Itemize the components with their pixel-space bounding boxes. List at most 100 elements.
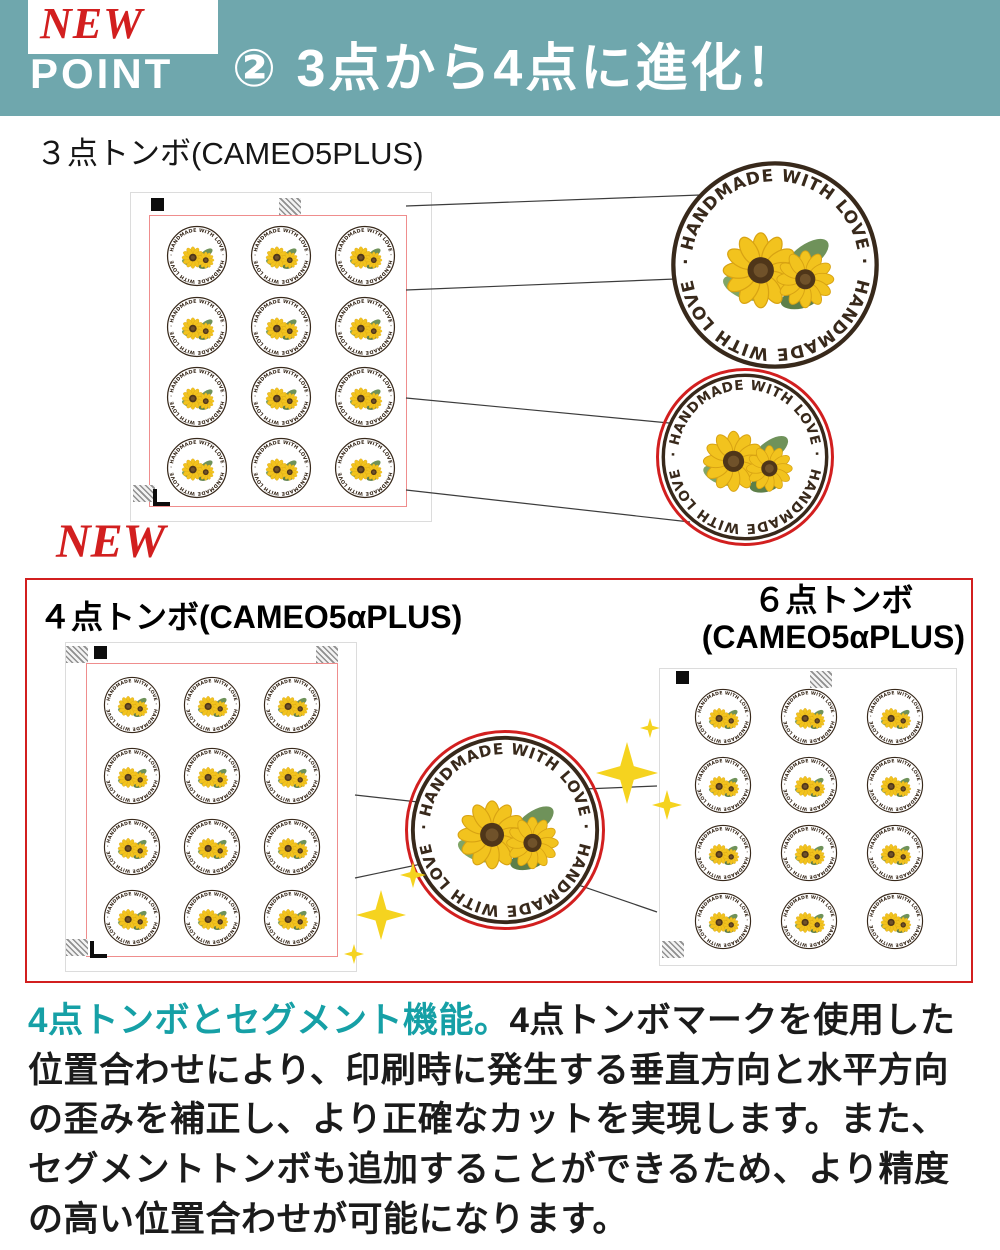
sticker-badge-icon <box>334 225 396 287</box>
registration-mark-square-icon <box>676 671 689 684</box>
four-point-panel: ４点トンボ(CAMEO5αPLUS) ６点トンボ (CAMEO5αPLUS) <box>25 578 973 983</box>
sticker-thumbnail <box>263 889 321 947</box>
enlarged-sticker-bottom <box>656 368 834 546</box>
sticker-thumbnail <box>103 818 161 876</box>
sticker-badge-icon <box>334 366 396 428</box>
segment-mark-hatch-icon <box>279 198 301 215</box>
sticker-badge-icon <box>103 889 161 947</box>
sticker-badge-icon <box>263 747 321 805</box>
sticker-badge-icon <box>263 889 321 947</box>
sticker-badge-icon <box>408 733 602 927</box>
header-banner: NEW POINT ② 3点から4点に進化！ <box>0 0 1000 116</box>
sticker-thumbnail <box>334 296 396 358</box>
sticker-thumbnail <box>780 824 838 882</box>
sticker-badge-icon <box>694 688 752 746</box>
six-point-heading-line1: ６点トンボ <box>753 582 914 618</box>
sticker-badge-icon <box>780 756 838 814</box>
segment-mark-hatch-icon <box>66 646 88 663</box>
sticker-thumbnail <box>694 892 752 950</box>
sticker-badge-icon <box>166 225 228 287</box>
sticker-badge-icon <box>103 676 161 734</box>
segment-mark-hatch-icon <box>316 646 338 663</box>
sticker-thumbnail <box>166 225 228 287</box>
sticker-badge-icon <box>659 371 831 543</box>
sticker-badge-icon <box>780 824 838 882</box>
sparkle-icon <box>344 944 364 964</box>
sticker-badge-icon <box>183 747 241 805</box>
sticker-badge-icon <box>668 158 882 372</box>
segment-mark-hatch-icon <box>66 939 88 956</box>
sticker-grid <box>680 683 938 955</box>
sticker-badge-icon <box>103 818 161 876</box>
new-badge: NEW <box>40 0 144 48</box>
sticker-thumbnail <box>183 747 241 805</box>
sticker-badge-icon <box>166 296 228 358</box>
sticker-thumbnail <box>263 676 321 734</box>
sticker-thumbnail <box>866 688 924 746</box>
sticker-grid <box>92 669 332 953</box>
three-point-label: ３点トンボ(CAMEO5PLUS) <box>36 136 424 171</box>
sticker-badge-icon <box>334 437 396 499</box>
sticker-thumbnail <box>166 437 228 499</box>
sticker-thumbnail <box>866 756 924 814</box>
sticker-badge-icon <box>250 225 312 287</box>
sticker-thumbnail <box>183 818 241 876</box>
registration-mark-corner-icon <box>90 941 107 958</box>
sticker-badge-icon <box>166 437 228 499</box>
sticker-badge-icon <box>183 889 241 947</box>
sticker-thumbnail <box>183 889 241 947</box>
sticker-thumbnail <box>103 747 161 805</box>
sticker-badge-icon <box>250 366 312 428</box>
sticker-badge-icon <box>103 747 161 805</box>
sticker-thumbnail <box>183 676 241 734</box>
sticker-badge-icon <box>866 892 924 950</box>
sticker-thumbnail <box>166 366 228 428</box>
sticker-thumbnail <box>250 225 312 287</box>
footer-text: 4点トンボとセグメント機能。4点トンボマークを使用した位置合わせにより、印刷時に… <box>28 996 976 1244</box>
sticker-thumbnail <box>694 756 752 814</box>
sheet-6point <box>659 668 957 966</box>
sticker-thumbnail <box>694 824 752 882</box>
sticker-thumbnail <box>250 296 312 358</box>
sticker-badge-icon <box>334 296 396 358</box>
registration-mark-corner-icon <box>153 489 170 506</box>
footer-lead: 4点トンボとセグメント機能。 <box>28 1001 510 1040</box>
new-badge-2: NEW <box>56 515 166 568</box>
sparkle-icon <box>652 790 682 820</box>
sparkle-icon <box>640 718 660 738</box>
sticker-thumbnail <box>103 676 161 734</box>
sticker-thumbnail <box>166 296 228 358</box>
sticker-badge-icon <box>263 818 321 876</box>
header-title: ② 3点から4点に進化！ <box>232 40 801 98</box>
sticker-thumbnail <box>250 437 312 499</box>
sticker-thumbnail <box>780 756 838 814</box>
sticker-thumbnail <box>334 437 396 499</box>
segment-mark-hatch-icon <box>662 941 684 958</box>
registration-mark-square-icon <box>151 198 164 211</box>
sticker-thumbnail <box>263 818 321 876</box>
center-enlarged-sticker <box>405 730 605 930</box>
sparkle-icon <box>400 862 426 888</box>
sticker-badge-icon <box>263 676 321 734</box>
sticker-badge-icon <box>250 437 312 499</box>
cut-boundary <box>149 215 407 507</box>
segment-mark-hatch-icon <box>133 485 155 502</box>
sticker-thumbnail <box>334 225 396 287</box>
sticker-badge-icon <box>694 892 752 950</box>
sticker-badge-icon <box>694 824 752 882</box>
sticker-badge-icon <box>183 818 241 876</box>
sparkle-icon <box>596 742 658 804</box>
sticker-badge-icon <box>780 688 838 746</box>
sticker-thumbnail <box>263 747 321 805</box>
point-badge: POINT <box>30 50 174 97</box>
registration-mark-square-icon <box>94 646 107 659</box>
enlarged-sticker-top <box>668 158 882 372</box>
sticker-badge-icon <box>183 676 241 734</box>
sheet-3point <box>130 192 432 522</box>
sticker-badge-icon <box>866 824 924 882</box>
sparkle-icon <box>356 890 406 940</box>
cut-boundary <box>86 663 338 957</box>
sticker-thumbnail <box>780 892 838 950</box>
six-point-heading-line2: (CAMEO5αPLUS) <box>701 618 965 655</box>
